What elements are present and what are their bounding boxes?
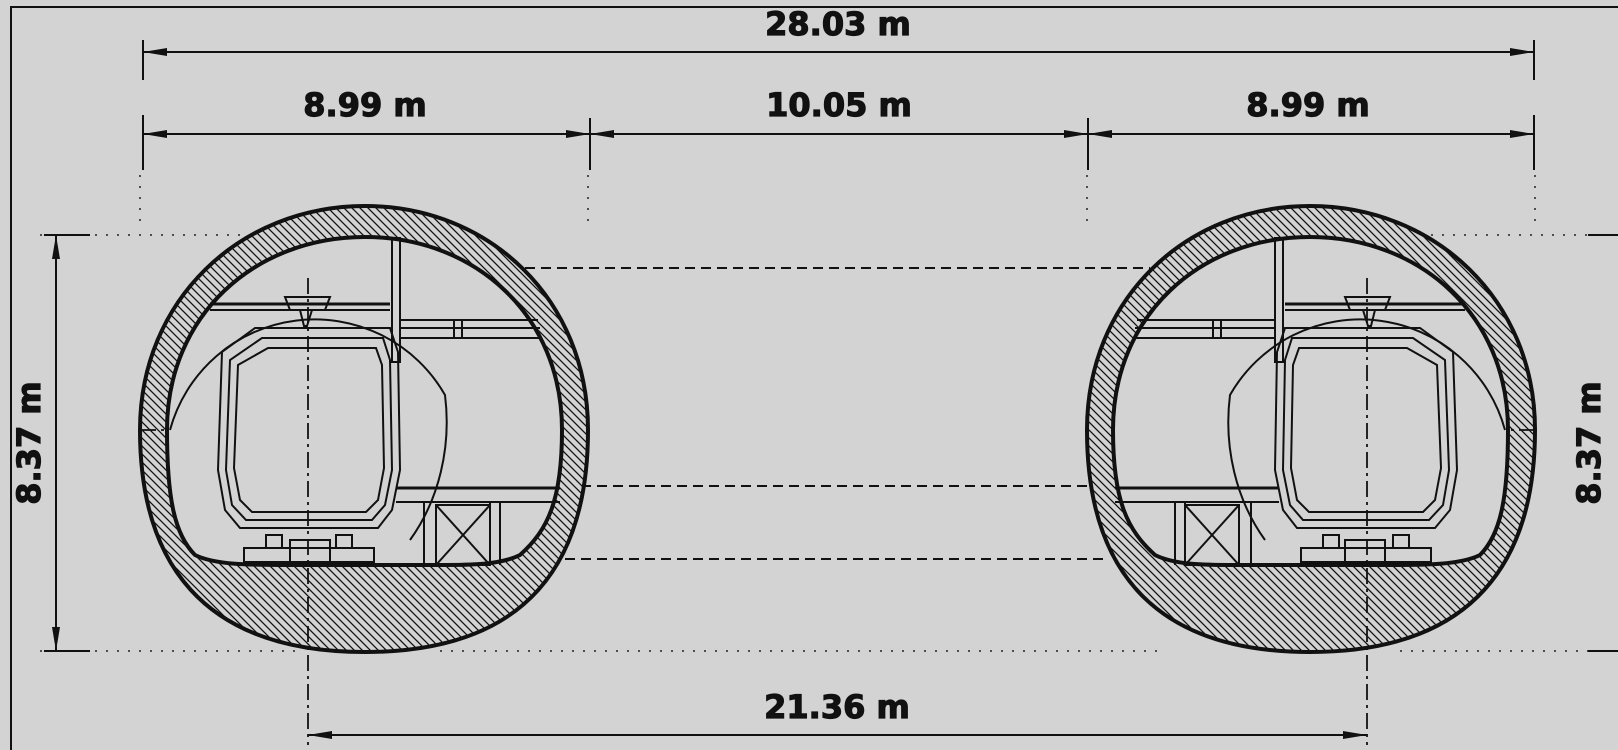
left-tunnel-tube [137, 203, 591, 745]
gap-width-label: 10.05 m [766, 86, 912, 124]
left-train-inner [224, 337, 394, 521]
cross-passage-lines [525, 267, 1150, 560]
total-width-label: 28.03 m [765, 5, 911, 43]
dimension-height-right: 8.37 m [1569, 234, 1618, 652]
drawing-frame [10, 6, 1618, 750]
left-train-outer [216, 327, 402, 529]
right-train-inner [1281, 337, 1451, 521]
track-center-distance-label: 21.36 m [764, 688, 910, 726]
right-tunnel-tube [1084, 203, 1538, 745]
left-height-label: 8.37 m [10, 381, 48, 504]
dimension-segment-widths: 8.99 m 10.05 m 8.99 m [142, 85, 1535, 170]
dimension-height-left: 8.37 m [9, 234, 90, 652]
right-train-outer [1273, 327, 1459, 529]
right-height-label: 8.37 m [1570, 381, 1608, 504]
right-tunnel-lining [1084, 203, 1538, 655]
left-tube-width-label: 8.99 m [303, 86, 426, 124]
left-tunnel-lining [137, 203, 591, 655]
right-tube-width-label: 8.99 m [1246, 86, 1369, 124]
dimension-total-width: 28.03 m [142, 4, 1535, 80]
dimension-track-centers: 21.36 m [308, 687, 1367, 739]
